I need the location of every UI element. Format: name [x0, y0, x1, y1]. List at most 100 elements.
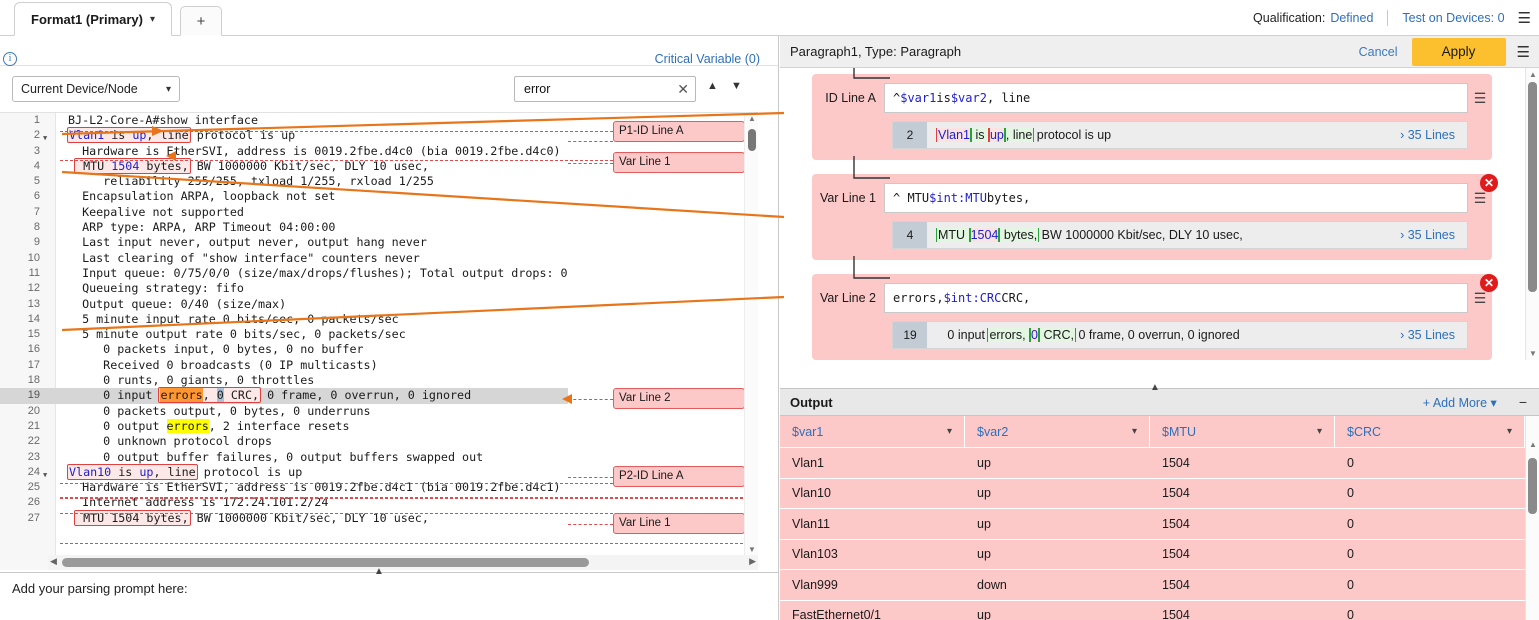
code-line: 23 0 output buffer failures, 0 output bu…	[0, 450, 568, 465]
line-text: ARP type: ARPA, ARP Timeout 04:00:00	[68, 220, 335, 235]
annotation-p2-id-line-a[interactable]: P2-ID Line A	[613, 466, 745, 487]
annotation-var-line-1-b[interactable]: Var Line 1	[613, 513, 745, 534]
apply-button[interactable]: Apply	[1412, 38, 1506, 66]
scroll-down-icon[interactable]: ▼	[1529, 349, 1537, 358]
annotation-p1-id-line-a[interactable]: P1-ID Line A	[613, 121, 745, 142]
top-bar: Format1 (Primary) ▾ + Qualification: Def…	[0, 0, 1539, 36]
chevron-down-icon[interactable]: ▾	[150, 14, 155, 25]
editor-vertical-scrollbar[interactable]: ▲ ▼	[744, 113, 758, 555]
add-tab-button[interactable]: +	[180, 6, 222, 36]
column-header-crc[interactable]: $CRC▾	[1335, 416, 1525, 447]
qualification-value[interactable]: Defined	[1330, 11, 1373, 25]
resize-grip-icon[interactable]: ▲	[1150, 382, 1160, 393]
chevron-down-icon[interactable]: ▾	[947, 426, 952, 437]
table-row[interactable]: Vlan103up15040	[780, 540, 1525, 571]
column-header-var1[interactable]: $var1▾	[780, 416, 965, 447]
annotation-var-line-1[interactable]: Var Line 1	[613, 152, 745, 173]
cell-mtu: 1504	[1150, 601, 1335, 620]
prompt-input[interactable]: Add your parsing prompt here:	[12, 581, 188, 596]
sample-line[interactable]: 19 0 input errors, 0 CRC, 0 frame, 0 ove…	[892, 321, 1468, 349]
device-node-select[interactable]: Current Device/Node ▾	[12, 76, 180, 102]
scroll-up-icon[interactable]: ▲	[748, 114, 756, 123]
table-row[interactable]: Vlan11up15040	[780, 509, 1525, 540]
code-line: 22 0 unknown protocol drops	[0, 434, 568, 449]
cell-crc: 0	[1335, 540, 1525, 570]
editor-horizontal-scrollbar[interactable]: ◀ ▶	[48, 555, 758, 570]
tab-format1-primary[interactable]: Format1 (Primary) ▾	[14, 2, 172, 36]
scroll-right-icon[interactable]: ▶	[749, 556, 756, 567]
elbow-connector	[812, 235, 892, 236]
search-prev-button[interactable]: ▲	[707, 80, 718, 92]
annotation-var-line-2[interactable]: Var Line 2	[613, 388, 745, 409]
scrollbar-thumb[interactable]	[1528, 82, 1537, 292]
expand-lines-link[interactable]: › 35 Lines	[1400, 128, 1467, 142]
line-text: 0 runts, 0 giants, 0 throttles	[68, 373, 314, 388]
column-header-var2[interactable]: $var2▾	[965, 416, 1150, 447]
cell-mtu: 1504	[1150, 479, 1335, 509]
delete-block-var-line-2-icon[interactable]: ✕	[1480, 274, 1498, 292]
table-row[interactable]: Vlan10up15040	[780, 479, 1525, 510]
chevron-down-icon[interactable]: ▾	[1507, 426, 1512, 437]
expand-lines-link[interactable]: › 35 Lines	[1400, 328, 1467, 342]
scroll-up-icon[interactable]: ▲	[1529, 440, 1537, 449]
scrollbar-thumb[interactable]	[1528, 458, 1537, 514]
cancel-button[interactable]: Cancel	[1359, 45, 1398, 59]
scroll-left-icon[interactable]: ◀	[50, 556, 57, 567]
block-menu-icon[interactable]: ☰	[1468, 90, 1492, 107]
output-title: Output	[790, 395, 833, 410]
annotation-leader	[568, 477, 613, 478]
pattern-input[interactable]: ^ MTU $int:MTU bytes,	[884, 183, 1468, 213]
scrollbar-thumb[interactable]	[62, 558, 589, 567]
pattern-suffix: CRC,	[1001, 291, 1030, 305]
resize-grip-icon[interactable]: ▲	[374, 566, 384, 577]
sample-line-text: MTU 1504 bytes, BW 1000000 Kbit/sec, DLY…	[927, 228, 1400, 242]
block-menu-icon[interactable]: ☰	[1468, 190, 1492, 207]
pattern-input[interactable]: ^$var1 is $var2, line	[884, 83, 1468, 113]
chevron-down-icon[interactable]: ▾	[1317, 426, 1322, 437]
search-input[interactable]: error ✕	[514, 76, 696, 102]
line-number: 11	[0, 266, 40, 281]
line-text: Vlan10 is up, line protocol is up	[68, 465, 302, 480]
expand-lines-link[interactable]: › 35 Lines	[1400, 228, 1467, 242]
page-title: Paragraph1, Type: Paragraph	[790, 44, 961, 59]
test-on-devices-link[interactable]: Test on Devices: 0	[1402, 11, 1504, 25]
line-text: reliability 255/255, txload 1/255, rxloa…	[68, 174, 434, 189]
sample-row: 19 0 input errors, 0 CRC, 0 frame, 0 ove…	[812, 313, 1492, 360]
column-header-mtu[interactable]: $MTU▾	[1150, 416, 1335, 447]
tab-label: Format1 (Primary)	[31, 12, 143, 27]
annotation-leader	[568, 399, 613, 400]
paragraph-vertical-scrollbar[interactable]: ▲ ▼	[1525, 68, 1539, 360]
chevron-down-icon: ▾	[166, 84, 171, 95]
table-row[interactable]: Vlan1up15040	[780, 448, 1525, 479]
scroll-down-icon[interactable]: ▼	[748, 545, 756, 554]
close-icon[interactable]: ✕	[677, 81, 689, 98]
scroll-up-icon[interactable]: ▲	[1529, 70, 1537, 79]
sample-line[interactable]: 2 Vlan1 is up, line protocol is up › 35 …	[892, 121, 1468, 149]
scrollbar-thumb[interactable]	[748, 129, 756, 151]
line-number: 17	[0, 358, 40, 373]
output-vertical-scrollbar[interactable]: ▲ ▼	[1525, 416, 1539, 620]
info-icon[interactable]: i	[3, 52, 17, 66]
qualification-label: Qualification:	[1253, 11, 1325, 25]
code-editor[interactable]: 1BJ-L2-Core-A#show interface 2▼Vlan1 is …	[0, 112, 758, 570]
delete-block-var-line-1-icon[interactable]: ✕	[1480, 174, 1498, 192]
line-number: 19	[0, 388, 40, 403]
code-line: 9 Last input never, output never, output…	[0, 235, 568, 250]
block-menu-icon[interactable]: ☰	[1468, 290, 1492, 307]
add-more-button[interactable]: + Add More ▾	[1423, 395, 1497, 410]
chevron-down-icon[interactable]: ▾	[1132, 426, 1137, 437]
cell-var1: Vlan103	[780, 540, 965, 570]
main-menu-icon[interactable]: ☰	[1518, 11, 1531, 26]
pattern-input[interactable]: errors, $int:CRC CRC,	[884, 283, 1468, 313]
left-panel: i Critical Variable (0) Current Device/N…	[0, 36, 779, 620]
line-number: 1	[0, 113, 40, 128]
line-number: 24	[0, 465, 40, 480]
table-row[interactable]: FastEthernet0/1up15040	[780, 601, 1525, 620]
panel-menu-icon[interactable]: ☰	[1517, 43, 1530, 61]
critical-variable-link[interactable]: Critical Variable (0)	[655, 52, 760, 66]
table-row[interactable]: Vlan999down15040	[780, 570, 1525, 601]
collapse-output-button[interactable]: −	[1519, 394, 1527, 410]
sample-line[interactable]: 4 MTU 1504 bytes, BW 1000000 Kbit/sec, D…	[892, 221, 1468, 249]
cell-var2: up	[965, 448, 1150, 478]
search-next-button[interactable]: ▼	[731, 80, 742, 92]
